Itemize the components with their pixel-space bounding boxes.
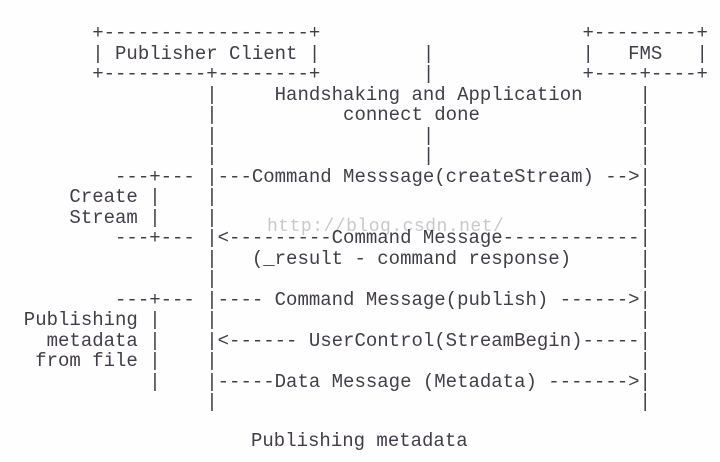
actors-title-row: | Publisher Client | | | FMS |	[1, 42, 708, 65]
handshake-note-row-1: | Handshaking and Application |	[1, 83, 651, 106]
label-fromfile-row: from file | | |	[1, 350, 651, 372]
label-create-row: Create | | |	[1, 186, 651, 208]
message-datamessage-row: | |-----Data Message (Metadata) ------->…	[1, 370, 651, 393]
message-result-detail-row: | (_result - command response) |	[1, 247, 651, 270]
handshake-note-row-2: | connect done |	[1, 104, 651, 126]
csdn-watermark: http://blog.csdn.net/	[267, 217, 505, 237]
message-createstream-row: ---+--- |---Command Messsage(createStrea…	[1, 165, 651, 188]
message-streambegin-row: metadata | |<------ UserControl(StreamBe…	[1, 329, 651, 352]
actors-top-border-row: +------------------+ +---------+	[1, 22, 708, 44]
lifelines-row-3: | |	[1, 268, 651, 290]
lifelines-row-4: | |	[1, 391, 651, 413]
lifelines-row-1: | | |	[1, 124, 651, 147]
lifelines-row-2: | | |	[1, 145, 651, 167]
message-publish-row: ---+--- |---- Command Message(publish) -…	[1, 288, 651, 311]
actors-bottom-border-row: +---------+--------+ | +----+----+	[1, 63, 708, 85]
figure-caption: Publishing metadata	[251, 430, 468, 452]
ascii-sequence-diagram: +------------------+ +---------+ | Publi…	[1, 23, 708, 413]
label-stream-row: Stream | | |	[1, 206, 651, 229]
message-result-row: ---+--- |<---------Command Message------…	[1, 227, 651, 249]
label-publishing-row: Publishing | | |	[1, 309, 651, 331]
